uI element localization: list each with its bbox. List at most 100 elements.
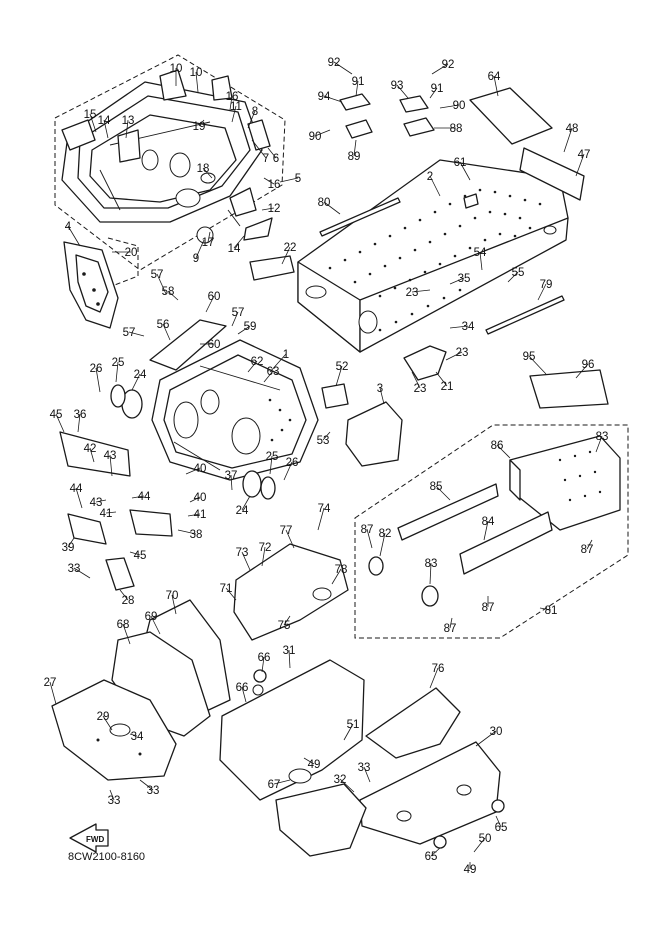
mount-blocks (339, 93, 435, 139)
callout-number: 78 (335, 564, 348, 576)
callout-number: 15 (84, 109, 97, 121)
leader-line (323, 95, 343, 103)
callout-number: 77 (280, 525, 293, 537)
callout-number: 86 (491, 440, 504, 452)
duct-24-lower (242, 470, 262, 498)
callout-number: 62 (251, 356, 264, 368)
leader-line (251, 139, 267, 159)
leader-line (247, 110, 256, 129)
main-frame-1 (151, 339, 319, 481)
callout-number: 90 (309, 131, 322, 143)
leader-line (288, 649, 291, 669)
leader-line (247, 360, 258, 373)
panel-75 (275, 783, 367, 857)
callout-number: 49 (308, 759, 321, 771)
leader-line (575, 363, 589, 379)
leader-line (379, 532, 386, 557)
panel-30 (359, 741, 501, 845)
leader-line (195, 239, 205, 259)
leader-line (281, 246, 291, 265)
leader-line (493, 75, 499, 97)
leader-line (586, 539, 593, 550)
leader-line (207, 231, 211, 243)
leader-line (314, 129, 331, 137)
gasket-25-lower (260, 476, 276, 500)
callout-number: 8 (252, 106, 258, 118)
leader-line (317, 507, 325, 531)
leader-line (261, 656, 265, 673)
callout-number: 69 (145, 611, 158, 623)
callout-number: 48 (566, 123, 579, 135)
callout-number: 2 (427, 171, 433, 183)
leader-line (198, 119, 205, 127)
callout-number: 58 (162, 286, 175, 298)
leader-line (77, 413, 81, 433)
callout-number: 84 (482, 516, 495, 528)
callout-number: 21 (441, 381, 454, 393)
callout-number: 87 (361, 524, 374, 536)
callout-number: 18 (197, 163, 210, 175)
callout-number: 38 (190, 529, 203, 541)
leader-line (459, 161, 471, 181)
leader-line (445, 351, 463, 361)
leader-line (355, 80, 359, 97)
leader-line (89, 113, 97, 133)
callout-number: 11 (230, 101, 242, 113)
leader-line (205, 295, 215, 313)
callout-number: 29 (97, 711, 110, 723)
leader-line (322, 431, 331, 441)
callout-number: 20 (125, 247, 138, 259)
callout-number: 23 (414, 383, 427, 395)
plate-52 (321, 383, 349, 409)
group-outline-82 (354, 424, 629, 639)
leader-line (150, 615, 161, 635)
callout-number: 44 (138, 491, 151, 503)
leader-line (261, 207, 275, 211)
callout-number: 16 (226, 91, 239, 103)
leader-line (103, 119, 109, 139)
callout-number: 37 (225, 470, 238, 482)
grommet-65-bottom (433, 835, 447, 849)
callout-number: 53 (317, 435, 330, 447)
callout-number: 63 (267, 366, 280, 378)
leader-line (67, 225, 81, 247)
callout-number: 34 (462, 321, 475, 333)
callout-number: 6 (273, 153, 279, 165)
callout-number: 42 (84, 443, 97, 455)
callout-number: 24 (134, 369, 147, 381)
callout-number: 92 (328, 57, 341, 69)
leader-line (303, 757, 315, 765)
callout-number: 52 (336, 361, 349, 373)
callout-number: 66 (236, 682, 249, 694)
bracket-38 (129, 509, 173, 537)
plate-96 (529, 369, 609, 409)
callout-number: 1 (283, 349, 289, 361)
leader-line (595, 435, 603, 453)
leader-line (435, 371, 448, 387)
leader-line (231, 311, 239, 327)
callout-number: 75 (278, 620, 291, 632)
leader-line (95, 499, 107, 503)
callout-number: 23 (456, 347, 469, 359)
leader-line (67, 537, 75, 548)
callout-number: 87 (581, 544, 594, 556)
leader-line (430, 847, 441, 857)
leader-line (449, 617, 453, 629)
callout-number: 94 (318, 91, 331, 103)
handle-36 (59, 431, 131, 477)
callout-number: 17 (202, 237, 215, 249)
leader-line (49, 681, 57, 705)
leader-line (156, 273, 167, 295)
callout-number: 40 (194, 492, 207, 504)
leader-line (119, 589, 129, 601)
callout-number: 35 (458, 273, 471, 285)
callout-number: 5 (295, 173, 301, 185)
callout-number: 12 (268, 203, 281, 215)
leader-line (105, 511, 117, 514)
callout-number: 4 (65, 221, 72, 233)
callout-number: 19 (193, 121, 206, 133)
leader-line (483, 520, 489, 541)
leader-line (333, 61, 353, 75)
callout-number: 83 (425, 558, 438, 570)
callout-number: 40 (194, 463, 207, 475)
